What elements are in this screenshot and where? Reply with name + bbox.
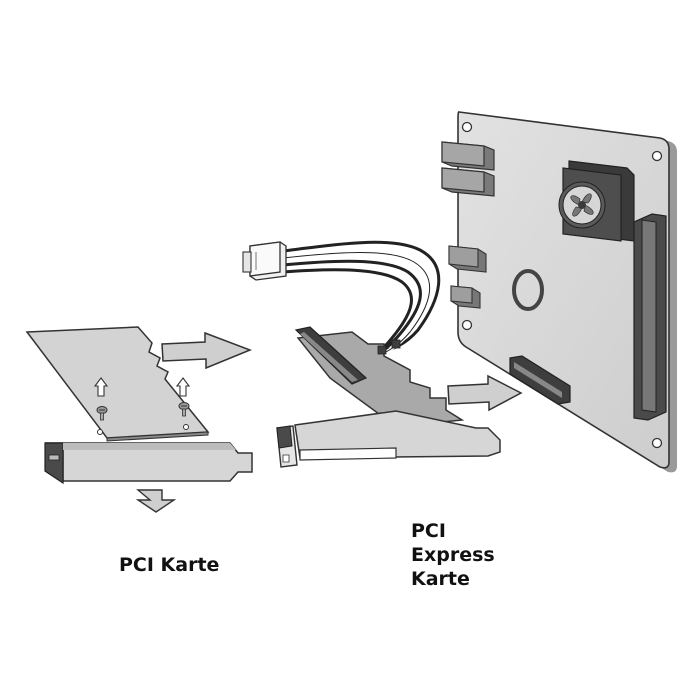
arrow-icon [93, 377, 109, 397]
rear-port-stack [441, 141, 495, 197]
caption-pcie-card: PCI Express Karte [411, 519, 495, 591]
caption-pcie-line-1: PCI [411, 520, 446, 542]
caption-pcie-line-2: Express [411, 544, 495, 566]
screw-hole [183, 424, 189, 430]
cpu-cooler [558, 160, 635, 242]
power-connector-icon [242, 241, 287, 281]
screw-icon [178, 402, 190, 417]
arrow-icon [175, 377, 191, 397]
pci-slot-long [633, 213, 667, 421]
arrow-icon [161, 331, 253, 370]
mounting-hole [461, 121, 473, 133]
caption-pci-card-text: PCI Karte [119, 554, 220, 576]
caption-pci-card: PCI Karte [119, 553, 219, 577]
pcie-adapter-bracket [276, 410, 501, 468]
board-component [448, 245, 487, 273]
pcie-slot [509, 355, 571, 405]
screw-hole [97, 429, 103, 435]
mounting-hole [461, 319, 473, 331]
arrow-icon [135, 489, 177, 513]
board-component [450, 285, 481, 309]
mounting-hole [651, 150, 663, 162]
pcie-adapter-card [294, 326, 465, 429]
pci-card [25, 326, 210, 442]
cmos-battery [512, 269, 544, 311]
caption-pcie-line-3: Karte [411, 568, 470, 590]
motherboard [441, 111, 677, 473]
screw-icon [96, 406, 108, 421]
mounting-hole [651, 437, 663, 449]
fan-icon [558, 181, 606, 229]
pci-card-bracket [44, 442, 253, 485]
arrow-icon [447, 374, 523, 412]
